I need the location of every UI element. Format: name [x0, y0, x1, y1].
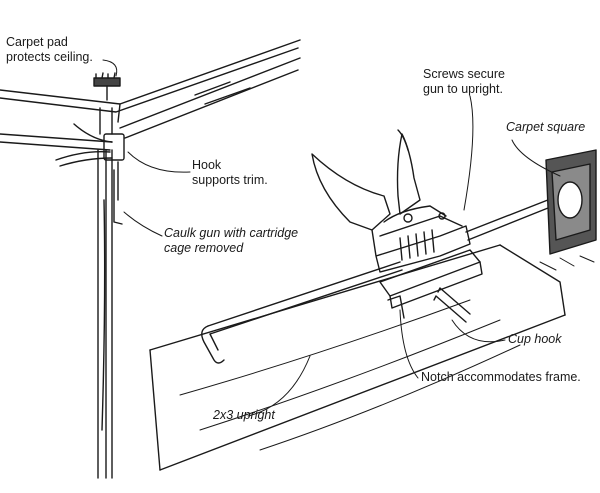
carpet-pad	[93, 72, 121, 101]
label-notch: Notch accommodates frame.	[421, 370, 581, 384]
vertical-post	[97, 149, 113, 479]
push-rod	[201, 195, 559, 364]
top-clamp	[55, 107, 125, 225]
carpet-square	[539, 149, 597, 271]
cup-hook	[433, 287, 471, 323]
leader-lines	[102, 59, 561, 417]
caulk-gun	[311, 129, 471, 273]
ceiling-framing	[0, 39, 301, 151]
label-upright: 2x3 upright	[213, 408, 275, 422]
notch-block	[379, 249, 483, 319]
label-carpet-square: Carpet square	[506, 120, 586, 134]
label-cup-hook: Cup hook	[508, 332, 562, 346]
